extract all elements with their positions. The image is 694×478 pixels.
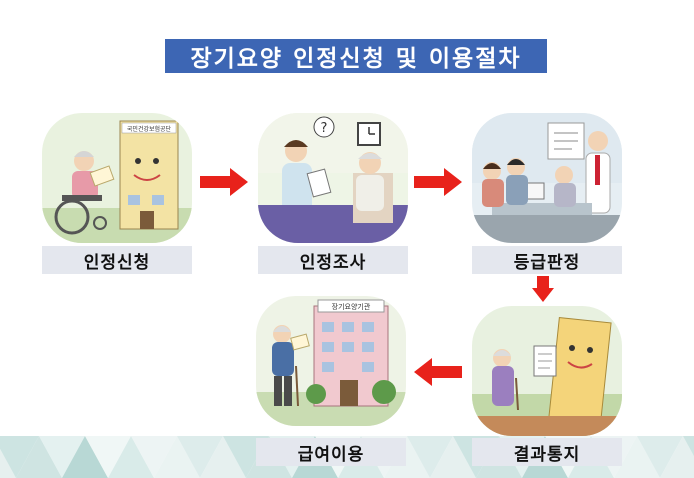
step-survey-illustration: ? (258, 113, 408, 243)
arrow-right-icon (200, 168, 248, 196)
step-service-use-illustration: 장기요양기관 (256, 296, 406, 426)
step-label-service-use: 급여이용 (256, 438, 406, 466)
arrow-right-icon (414, 168, 462, 196)
svg-text:?: ? (321, 121, 328, 136)
step-label-apply: 인정신청 (42, 246, 192, 274)
step-applying-illustration: 국민건강보험공단 (42, 113, 192, 243)
page-title: 장기요양 인정신청 및 이용절차 (165, 39, 547, 73)
facility-sign: 장기요양기관 (332, 302, 371, 311)
step-label-grading: 등급판정 (472, 246, 622, 274)
step-label-notice: 결과통지 (472, 438, 622, 466)
building-sign: 국민건강보험공단 (127, 125, 172, 133)
step-label-survey: 인정조사 (258, 246, 408, 274)
step-grading-illustration (472, 113, 622, 243)
step-notice-illustration (472, 306, 622, 436)
arrow-left-icon (414, 358, 462, 386)
arrow-down-icon (532, 276, 554, 302)
